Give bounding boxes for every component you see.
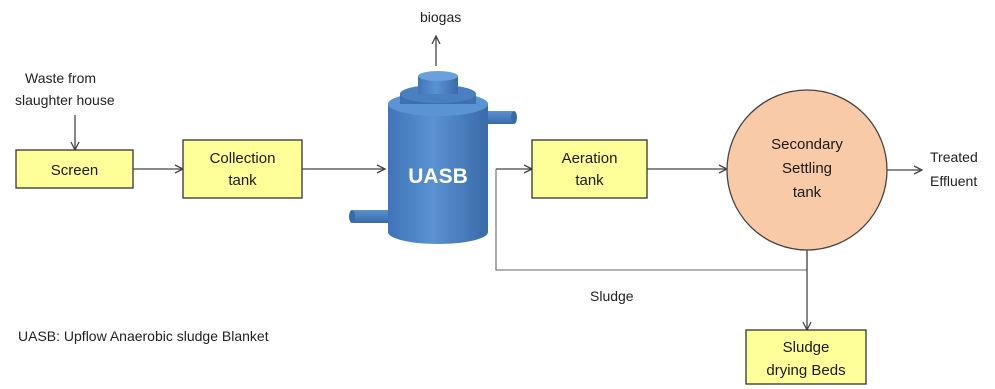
aeration-label-line2: tank — [575, 172, 604, 189]
secondary-label-line2: Settling — [782, 160, 832, 177]
collection-label-line2: tank — [228, 172, 257, 189]
drying-label-line2: drying Beds — [766, 362, 845, 379]
secondary-label-line3: tank — [793, 184, 822, 201]
uasb-reactor: UASB — [349, 71, 517, 244]
sludge-drying-beds-box — [745, 329, 867, 385]
uasb-inlet-pipe — [352, 210, 397, 223]
aeration-tank-box — [531, 139, 648, 199]
uasb-label: UASB — [408, 165, 468, 188]
screen-label: Screen — [51, 162, 99, 179]
biogas-label: biogas — [420, 9, 461, 25]
collection-label-line1: Collection — [210, 150, 276, 167]
waste-label-line1: Waste from — [25, 70, 96, 86]
waste-label-line2: slaughter house — [15, 92, 115, 108]
sludge-label: Sludge — [590, 288, 634, 304]
uasb-legend: UASB: Upflow Anaerobic sludge Blanket — [18, 328, 269, 344]
collection-tank-box — [182, 139, 303, 199]
uasb-body — [388, 104, 488, 244]
secondary-label-line1: Secondary — [771, 136, 843, 153]
drying-label-line1: Sludge — [783, 339, 830, 356]
treated-label-line1: Treated — [930, 149, 978, 165]
treated-label-line2: Effluent — [930, 173, 977, 189]
aeration-label-line1: Aeration — [562, 150, 618, 167]
